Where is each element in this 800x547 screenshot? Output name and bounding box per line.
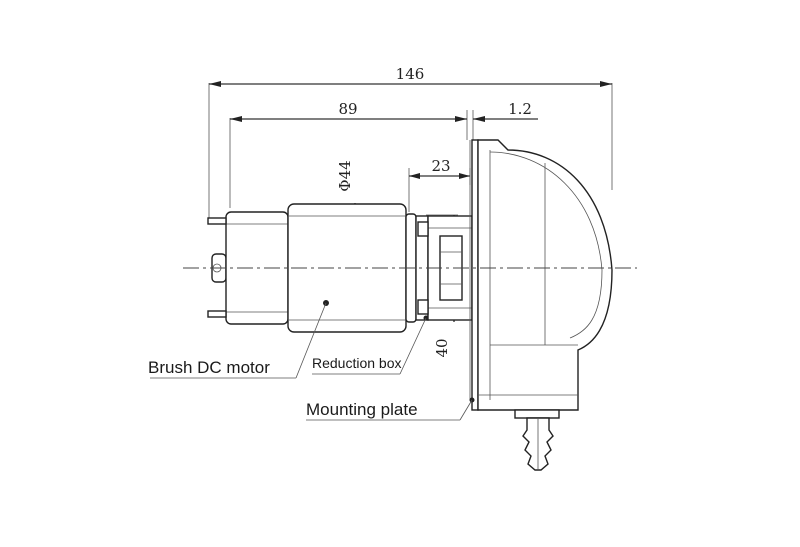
dimension-23: 23 — [408, 157, 471, 212]
pump-head — [477, 139, 613, 471]
dimension-1-2: 1.2 — [472, 100, 538, 140]
dimension-89-text: 89 — [338, 100, 357, 118]
dimension-146-text: 146 — [396, 65, 425, 83]
label-brush-dc-motor: Brush DC motor — [148, 358, 270, 377]
dimension-89: 89 — [229, 100, 468, 208]
label-mounting-plate: Mounting plate — [306, 400, 418, 419]
dimension-23-text: 23 — [431, 157, 450, 175]
dimension-diameter-44-text: Φ44 — [336, 160, 354, 191]
leader-lines — [150, 302, 473, 421]
dimension-146: 146 — [208, 65, 613, 222]
brush-dc-motor — [207, 203, 417, 333]
label-reduction-box: Reduction box — [312, 355, 402, 371]
dimension-40-text: 40 — [433, 338, 451, 357]
dimension-1-2-text: 1.2 — [508, 100, 532, 118]
